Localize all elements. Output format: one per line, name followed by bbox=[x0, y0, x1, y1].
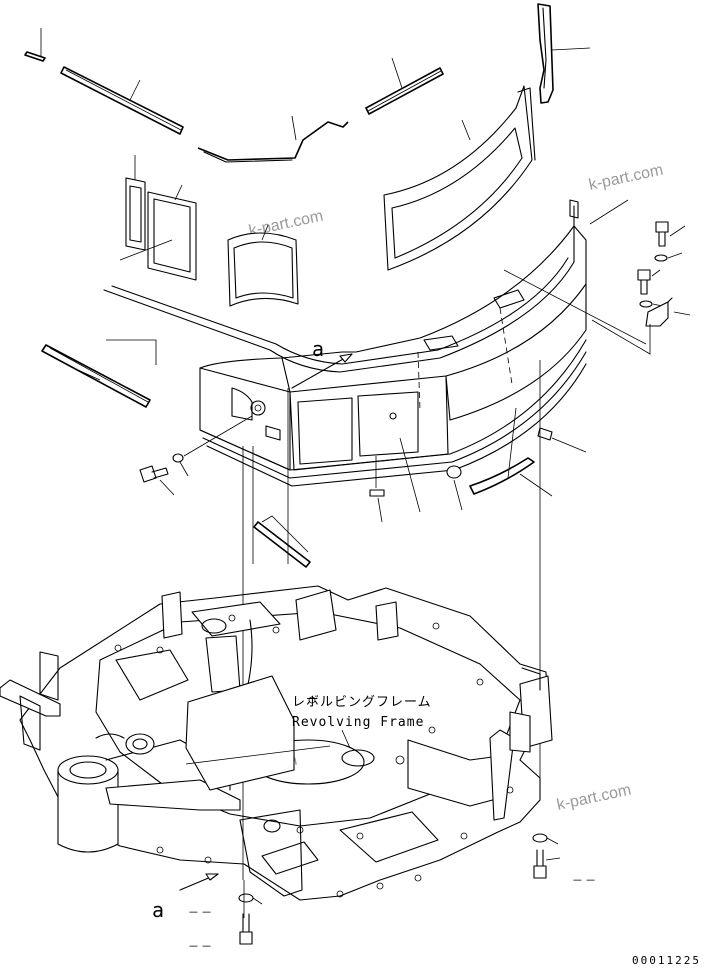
washer-left bbox=[172, 453, 189, 477]
bolt-left bbox=[139, 465, 175, 496]
pin-small bbox=[369, 489, 385, 523]
panel-curved-left bbox=[227, 224, 299, 307]
watermark-bottom-right: k-part.com bbox=[555, 782, 632, 814]
bolt-bottom-right bbox=[533, 849, 561, 879]
part-ref-bottom-right: －－ bbox=[572, 874, 598, 887]
revolving-frame bbox=[0, 585, 553, 901]
seal-strip-bent bbox=[197, 115, 349, 163]
revolving-frame-label-en: Revolving Frame bbox=[292, 715, 424, 730]
panel-large-curved bbox=[383, 85, 536, 271]
seal-strip-long-left bbox=[60, 66, 184, 135]
mounting-bracket-right bbox=[645, 297, 691, 327]
seal-strip-curved-lower bbox=[469, 457, 553, 497]
seal-strip-lower-left bbox=[41, 339, 157, 408]
bolt-mid-right bbox=[637, 269, 661, 295]
washer-upper-right bbox=[654, 252, 683, 262]
bolt-upper-right bbox=[655, 221, 686, 247]
panel-narrow-left bbox=[125, 155, 146, 251]
panel-square-left bbox=[119, 184, 197, 281]
view-marker-bottom: a bbox=[152, 898, 164, 922]
seal-strip-diagonal bbox=[253, 515, 311, 568]
clip-right bbox=[537, 427, 587, 453]
seal-strip-long-right bbox=[365, 57, 444, 115]
bolt-bottom-left bbox=[239, 913, 253, 945]
counterweight-body bbox=[103, 199, 587, 487]
revolving-frame-label-jp: レボルビングフレーム bbox=[292, 695, 432, 710]
part-ref-bottom-left-a: －－ bbox=[188, 906, 214, 919]
view-marker-top: a bbox=[312, 337, 324, 361]
seal-strip-small bbox=[24, 28, 46, 62]
cap-plug bbox=[446, 465, 463, 511]
part-ref-bottom-left-b: －－ bbox=[188, 940, 214, 953]
washer-bottom-right bbox=[532, 833, 559, 845]
corner-seal-right bbox=[537, 3, 591, 104]
watermark-top-right: k-part.com bbox=[587, 162, 664, 194]
washer-bottom-left bbox=[238, 893, 263, 905]
drawing-code: 00011225 bbox=[632, 954, 701, 967]
